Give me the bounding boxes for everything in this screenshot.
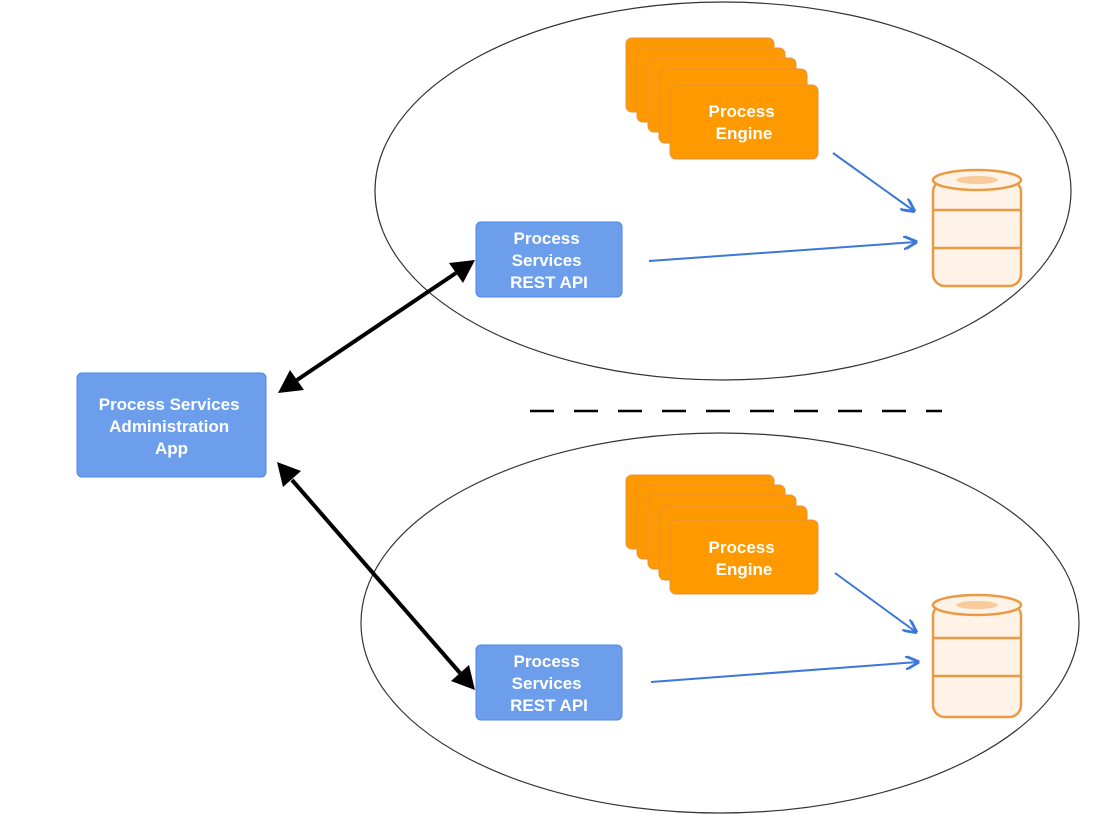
cluster-boundary-top — [374, 1, 1072, 381]
rest-api-bottom-label-line-3: REST API — [510, 696, 588, 715]
rest-api-bottom-label-line-2: Services — [512, 674, 582, 693]
process-engine-stack-top: Process Engine — [625, 37, 819, 160]
rest-api-top-label-line-2: Services — [512, 251, 582, 270]
database-icon-top — [931, 168, 1023, 288]
rest-api-node-top: Process Services REST API — [475, 221, 623, 298]
svg-text:Process Services R: Process Services REST API — [510, 229, 588, 292]
svg-text:Process Services Adminis: Process Services Administration App — [99, 395, 245, 458]
admin-app-label-line-1: Process Services — [99, 395, 240, 414]
cluster-boundary-bottom — [360, 432, 1080, 814]
rest-api-top-label-line-1: Process — [514, 229, 580, 248]
engine-bottom-label-line-2: Engine — [716, 560, 773, 579]
admin-app-label-line-2: Administration — [109, 417, 229, 436]
database-icon-bottom — [931, 593, 1023, 719]
engine-bottom-label-line-1: Process — [709, 538, 775, 557]
admin-to-cluster-top-connector — [278, 260, 475, 393]
rest-api-bottom-label-line-1: Process — [514, 652, 580, 671]
engine-to-db-arrow-top — [832, 152, 914, 211]
svg-text:Process Engine: Process Engine — [709, 538, 780, 579]
engine-to-db-arrow-bottom — [834, 572, 916, 632]
engine-top-label-line-2: Engine — [716, 124, 773, 143]
admin-to-cluster-bottom-connector — [277, 462, 475, 690]
svg-text:Process Engine: Process Engine — [709, 102, 780, 143]
admin-app-label-line-3: App — [155, 439, 188, 458]
process-engine-stack-bottom: Process Engine — [625, 474, 819, 595]
rest-api-top-label-line-3: REST API — [510, 273, 588, 292]
svg-text:Process Services R: Process Services REST API — [510, 652, 588, 715]
engine-top-label-line-1: Process — [709, 102, 775, 121]
api-to-db-arrow-bottom — [650, 662, 918, 683]
rest-api-node-bottom: Process Services REST API — [475, 644, 623, 721]
api-to-db-arrow-top — [648, 242, 916, 262]
admin-app-node: Process Services Administration App — [76, 372, 267, 478]
